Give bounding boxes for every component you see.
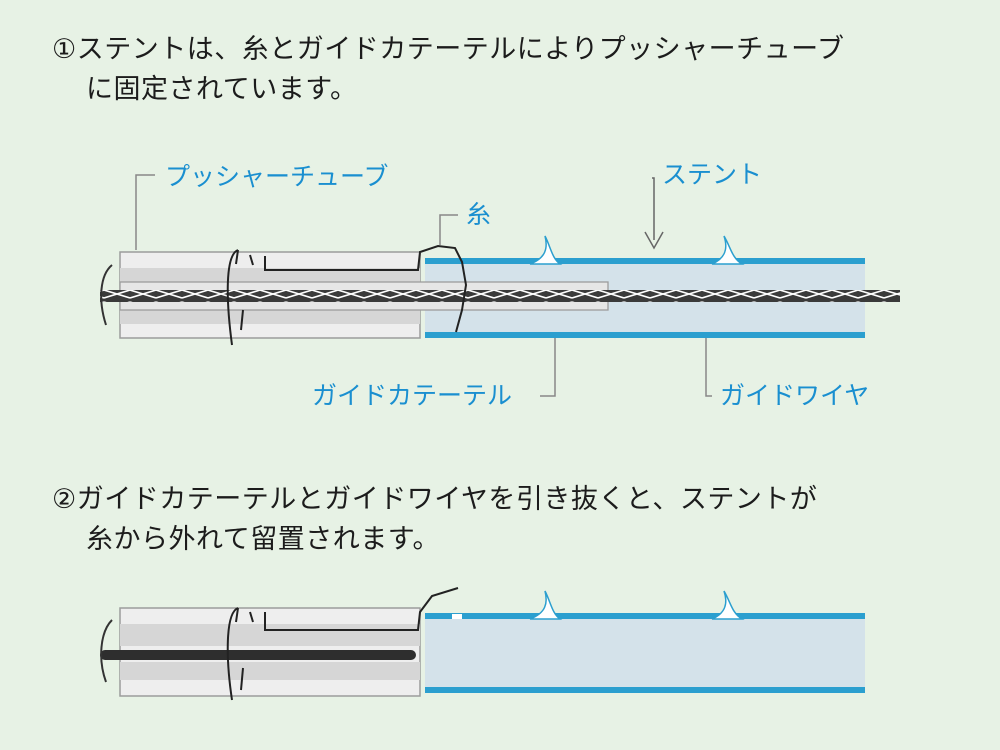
label-pusher-tube: プッシャーチューブ — [165, 162, 389, 191]
cut-mark-1 — [100, 264, 113, 326]
step-1-line-1: ①ステントは、糸とガイドカテーテルによりプッシャーチューブ — [52, 34, 845, 65]
label-stent: ステント — [662, 160, 763, 189]
step-1-line-2: に固定されています。 — [86, 74, 358, 105]
leader-stent — [652, 177, 655, 240]
stent-arrow-head — [644, 231, 664, 250]
thread-1 — [226, 244, 468, 346]
step-2-text: ②ガイドカテーテルとガイドワイヤを引き抜くと、ステントが 糸から外れて留置されま… — [52, 480, 817, 560]
diagram-1 — [100, 174, 900, 397]
leader-pusher-tube — [135, 174, 155, 250]
leader-thread — [439, 214, 458, 245]
thread-2-hook — [249, 611, 254, 623]
cut-mark-2 — [100, 619, 113, 683]
leader-guide-catheter — [540, 310, 556, 397]
step-1-text: ①ステントは、糸とガイドカテーテルによりプッシャーチューブ に固定されています。 — [52, 30, 845, 110]
step-2-line-2: 糸から外れて留置されます。 — [86, 524, 440, 555]
guide-wire-1 — [100, 290, 900, 302]
thread-2 — [226, 587, 459, 701]
label-guide-catheter: ガイドカテーテル — [312, 381, 513, 410]
step-2-line-1: ②ガイドカテーテルとガイドワイヤを引き抜くと、ステントが — [52, 484, 818, 515]
diagram-2 — [100, 587, 865, 701]
label-guide-wire: ガイドワイヤ — [720, 381, 870, 410]
thread-1-hook — [249, 254, 254, 266]
guide-wire-2 — [100, 650, 416, 660]
stent-2 — [425, 590, 865, 693]
label-thread: 糸 — [466, 200, 492, 229]
